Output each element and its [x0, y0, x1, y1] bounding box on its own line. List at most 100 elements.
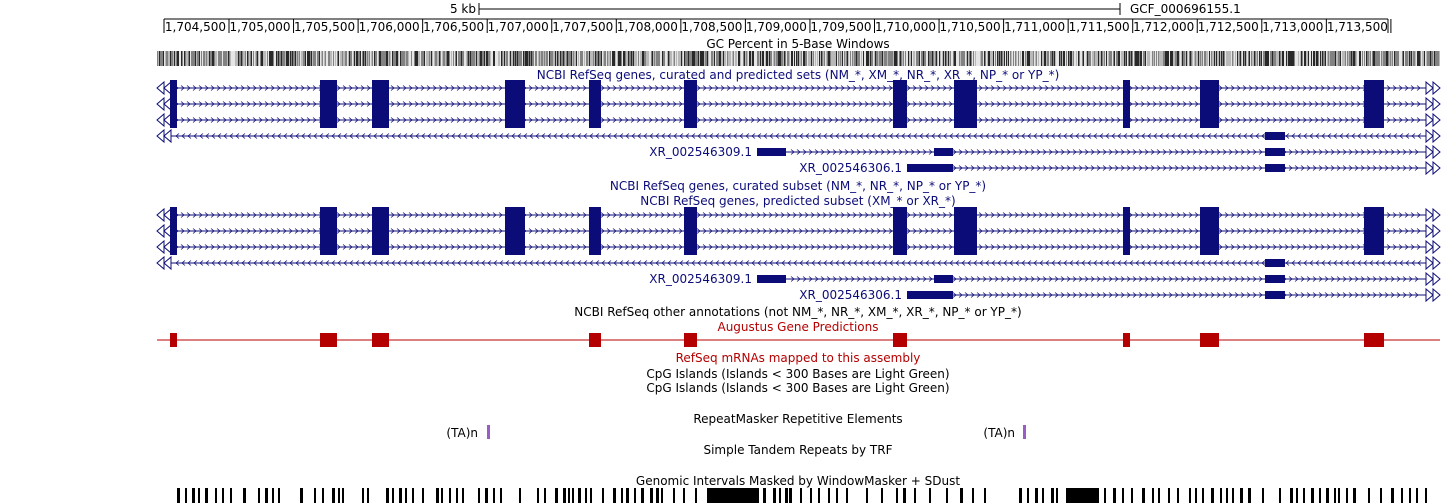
transcript-label-xr-002546306[interactable]: XR_002546306.1 — [799, 288, 902, 302]
masked-interval[interactable] — [537, 488, 539, 503]
exon[interactable] — [907, 291, 953, 299]
exon[interactable] — [1200, 239, 1219, 255]
exon[interactable] — [505, 207, 525, 223]
masked-interval[interactable] — [1368, 488, 1370, 503]
masked-interval[interactable] — [572, 488, 574, 503]
masked-interval[interactable] — [1338, 488, 1340, 503]
exon[interactable] — [1200, 80, 1219, 96]
masked-interval[interactable] — [1290, 488, 1293, 503]
masked-interval[interactable] — [441, 488, 443, 503]
masked-interval[interactable] — [342, 488, 344, 503]
exon[interactable] — [372, 223, 389, 239]
exon[interactable] — [170, 96, 177, 112]
masked-interval[interactable] — [695, 488, 697, 503]
masked-interval[interactable] — [568, 488, 570, 503]
exon[interactable] — [1123, 112, 1130, 128]
repeatmasker-track[interactable]: (TA)n (TA)n — [446, 425, 1026, 440]
masked-interval[interactable] — [1019, 488, 1022, 503]
exon[interactable] — [954, 223, 977, 239]
masked-interval[interactable] — [314, 488, 316, 503]
exon[interactable] — [320, 207, 337, 223]
exon[interactable] — [1364, 207, 1384, 223]
exon[interactable] — [954, 112, 977, 128]
exon[interactable] — [1123, 80, 1130, 96]
masked-interval[interactable] — [1226, 488, 1228, 503]
augustus-exon[interactable] — [893, 333, 907, 347]
exon[interactable] — [589, 223, 601, 239]
masked-interval[interactable] — [683, 488, 685, 503]
exon[interactable] — [1265, 148, 1285, 156]
masked-interval[interactable] — [1051, 488, 1054, 503]
exon[interactable] — [505, 239, 525, 255]
masked-interval[interactable] — [785, 488, 788, 503]
masked-interval[interactable] — [205, 488, 208, 503]
masked-interval[interactable] — [1158, 488, 1160, 503]
masked-interval[interactable] — [836, 488, 838, 503]
masked-interval[interactable] — [707, 488, 759, 503]
masked-interval[interactable] — [789, 488, 792, 503]
masked-interval[interactable] — [1113, 488, 1116, 503]
masked-interval[interactable] — [1279, 488, 1281, 503]
exon[interactable] — [170, 112, 177, 128]
masked-interval[interactable] — [243, 488, 246, 503]
masked-interval[interactable] — [386, 488, 389, 503]
exon[interactable] — [1364, 112, 1384, 128]
masked-interval[interactable] — [215, 488, 217, 503]
augustus-exon[interactable] — [1123, 333, 1130, 347]
masked-interval[interactable] — [1296, 488, 1298, 503]
masked-interval[interactable] — [399, 488, 402, 503]
exon[interactable] — [954, 207, 977, 223]
exon[interactable] — [589, 207, 601, 223]
masked-interval[interactable] — [656, 488, 659, 503]
exon[interactable] — [1265, 132, 1285, 140]
exon[interactable] — [907, 164, 953, 172]
masked-interval[interactable] — [1195, 488, 1197, 503]
masked-interval[interactable] — [198, 488, 200, 503]
masked-interval[interactable] — [621, 488, 623, 503]
exon[interactable] — [1123, 207, 1130, 223]
masked-interval[interactable] — [478, 488, 480, 503]
masked-interval[interactable] — [278, 488, 280, 503]
exon[interactable] — [893, 239, 907, 255]
masked-interval[interactable] — [650, 488, 653, 503]
masked-interval[interactable] — [1027, 488, 1029, 503]
exon[interactable] — [320, 112, 337, 128]
masked-interval[interactable] — [846, 488, 848, 503]
masked-interval[interactable] — [1401, 488, 1403, 503]
exon[interactable] — [684, 80, 697, 96]
augustus-exon[interactable] — [170, 333, 177, 347]
exon[interactable] — [589, 80, 601, 96]
exon[interactable] — [1364, 96, 1384, 112]
exon[interactable] — [170, 239, 177, 255]
masked-interval[interactable] — [230, 488, 232, 503]
masked-interval[interactable] — [578, 488, 581, 503]
exon[interactable] — [170, 207, 177, 223]
exon[interactable] — [1200, 223, 1219, 239]
masked-interval[interactable] — [972, 488, 974, 503]
exon[interactable] — [1364, 80, 1384, 96]
masked-interval[interactable] — [1353, 488, 1356, 503]
masked-interval[interactable] — [881, 488, 883, 503]
masked-interval[interactable] — [810, 488, 812, 503]
exon[interactable] — [684, 207, 697, 223]
masked-interval[interactable] — [773, 488, 776, 503]
exon[interactable] — [589, 112, 601, 128]
masked-interval[interactable] — [1189, 488, 1191, 503]
masked-interval[interactable] — [828, 488, 830, 503]
masked-interval[interactable] — [1409, 488, 1411, 503]
masked-interval[interactable] — [1177, 488, 1179, 503]
masked-interval[interactable] — [673, 488, 675, 503]
exon[interactable] — [893, 207, 907, 223]
exon[interactable] — [372, 112, 389, 128]
masked-interval[interactable] — [1303, 488, 1305, 503]
exon[interactable] — [684, 112, 697, 128]
augustus-exon[interactable] — [320, 333, 337, 347]
masked-interval[interactable] — [800, 488, 802, 503]
masked-interval[interactable] — [1066, 488, 1099, 503]
masked-interval[interactable] — [1326, 488, 1329, 503]
masked-interval[interactable] — [1319, 488, 1321, 503]
masked-interval[interactable] — [177, 488, 180, 503]
exon[interactable] — [1200, 112, 1219, 128]
masked-interval[interactable] — [192, 488, 195, 503]
